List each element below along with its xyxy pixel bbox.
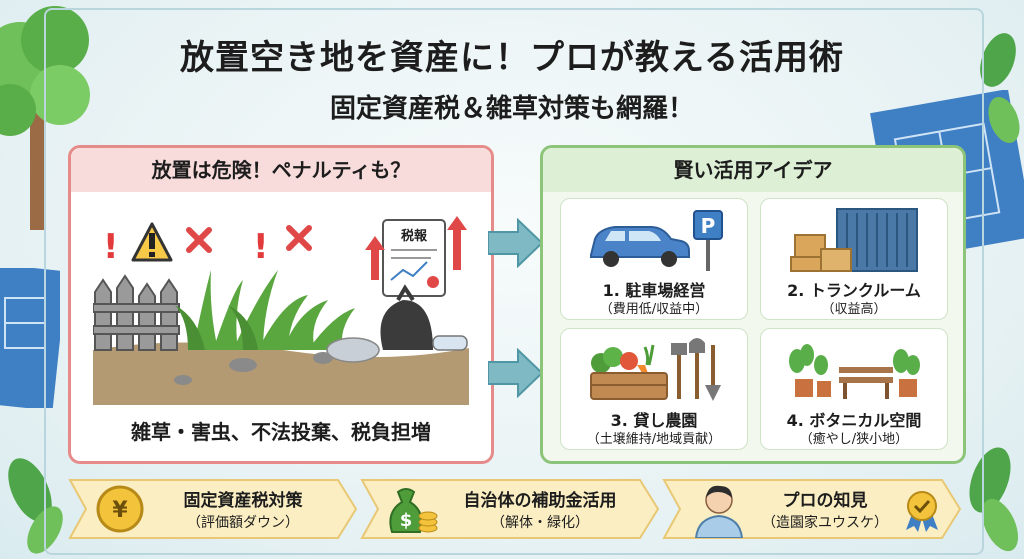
vegetable-crate-icon (590, 338, 721, 401)
yen-coin-icon: ¥ (96, 485, 144, 533)
garbage-bag-icon (326, 284, 468, 363)
exclamation-icon: ! (253, 227, 269, 267)
ideas-panel-heading: 賢い活用アイデア (543, 148, 963, 192)
idea-note: （土壌維持/地域貢献） (586, 432, 722, 447)
badge-background (662, 479, 962, 539)
idea-note: （費用低/収益中） (599, 302, 709, 317)
leaves-bottom-right-decoration (969, 447, 1019, 552)
fence-icon (93, 274, 180, 351)
problem-caption: 雑草・害虫、不法投棄、税負担増 (131, 420, 431, 444)
up-arrow-icon (365, 216, 467, 280)
benefit-badge-subsidy: $ 自治体の補助金活用 （解体・緑化） (360, 478, 660, 540)
ideas-panel: 賢い活用アイデア P 1. 駐車場経営 （費用低/収益中） 2. トランクルー (540, 145, 966, 464)
problem-panel: 放置は危険！ペナルティも？ ! ! (68, 145, 494, 464)
right-arrow-icon (488, 348, 544, 398)
neglected-land-illustration: ! ! (93, 216, 469, 405)
idea-card-storage: 2. トランクルーム （収益高） (760, 198, 948, 320)
warning-icon (131, 222, 173, 262)
benefit-title: プロの知見 (782, 491, 868, 511)
money-bag-icon: $ (389, 488, 438, 533)
svg-text:¥: ¥ (112, 498, 128, 523)
idea-label: 1. 駐車場経営 (602, 281, 706, 300)
exclamation-icon: ! (103, 227, 119, 267)
idea-label: 4. ボタニカル空間 (786, 411, 922, 430)
tax-notice-label: 税報 (401, 228, 428, 244)
weeds-icon (175, 270, 355, 350)
expert-avatar-icon (694, 485, 744, 538)
benefit-title: 固定資産税対策 (183, 491, 303, 511)
idea-card-botanical: 4. ボタニカル空間 （癒やし/狭小地） (760, 328, 948, 450)
award-medal-icon (906, 491, 938, 532)
idea-label: 3. 貸し農園 (610, 411, 698, 430)
idea-card-farm: 3. 貸し農園 （土壌維持/地域貢献） (560, 328, 748, 450)
idea-label: 2. トランクルーム (787, 281, 921, 300)
benefit-note: （評価額ダウン） (187, 515, 299, 531)
car-parking-icon: P (590, 210, 723, 271)
cross-icon (186, 225, 312, 253)
page-subtitle: 固定資産税＆雑草対策も網羅！ (329, 94, 694, 124)
parking-sign-label: P (701, 214, 716, 238)
benefit-note: （造園家ユウスケ） (762, 515, 888, 531)
idea-card-parking: P 1. 駐車場経営 （費用低/収益中） (560, 198, 748, 320)
idea-note: （収益高） (821, 302, 887, 317)
svg-text:$: $ (400, 510, 413, 531)
benefit-title: 自治体の補助金活用 (463, 491, 617, 511)
benefit-badge-expert: プロの知見 （造園家ユウスケ） (662, 478, 962, 540)
page-title: 放置空き地を資産に！プロが教える活用術 (180, 38, 844, 78)
content-frame (44, 8, 984, 555)
badge-background (68, 479, 358, 539)
problem-panel-heading: 放置は危険！ペナルティも？ (71, 148, 491, 192)
storage-container-icon (790, 208, 918, 272)
right-arrow-icon (488, 218, 544, 268)
blueprint-left-decoration (0, 268, 60, 408)
benefit-badge-tax: ¥ 固定資産税対策 （評価額ダウン） (68, 478, 358, 540)
idea-note: （癒やし/狭小地） (799, 432, 909, 447)
benefit-note: （解体・緑化） (491, 515, 589, 531)
potted-plants-bench-icon (789, 344, 920, 399)
leaves-right-decoration (980, 33, 1020, 144)
tax-notice-icon: 税報 (382, 219, 446, 297)
